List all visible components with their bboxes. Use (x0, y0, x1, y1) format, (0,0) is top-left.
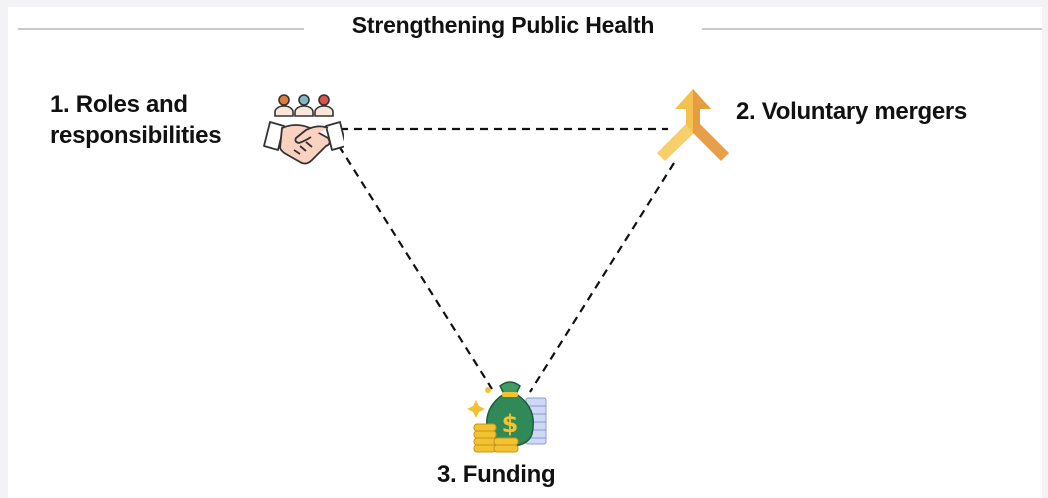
node-label-funding: 3. Funding (437, 461, 556, 488)
title-rule-right (702, 28, 1042, 30)
diagram-title: Strengthening Public Health (351, 12, 655, 38)
money-bag-icon: $ (464, 368, 554, 461)
title-rule-left (18, 28, 304, 30)
merge-arrows-icon (655, 83, 731, 174)
svg-text:$: $ (502, 410, 519, 438)
node-label-mergers: 2. Voluntary mergers (736, 98, 967, 125)
node-label-roles: 1. Roles and responsibilities (50, 91, 222, 149)
handshake-icon (258, 86, 347, 177)
connector-mergers-funding (529, 162, 675, 393)
connector-roles-funding (338, 145, 493, 390)
